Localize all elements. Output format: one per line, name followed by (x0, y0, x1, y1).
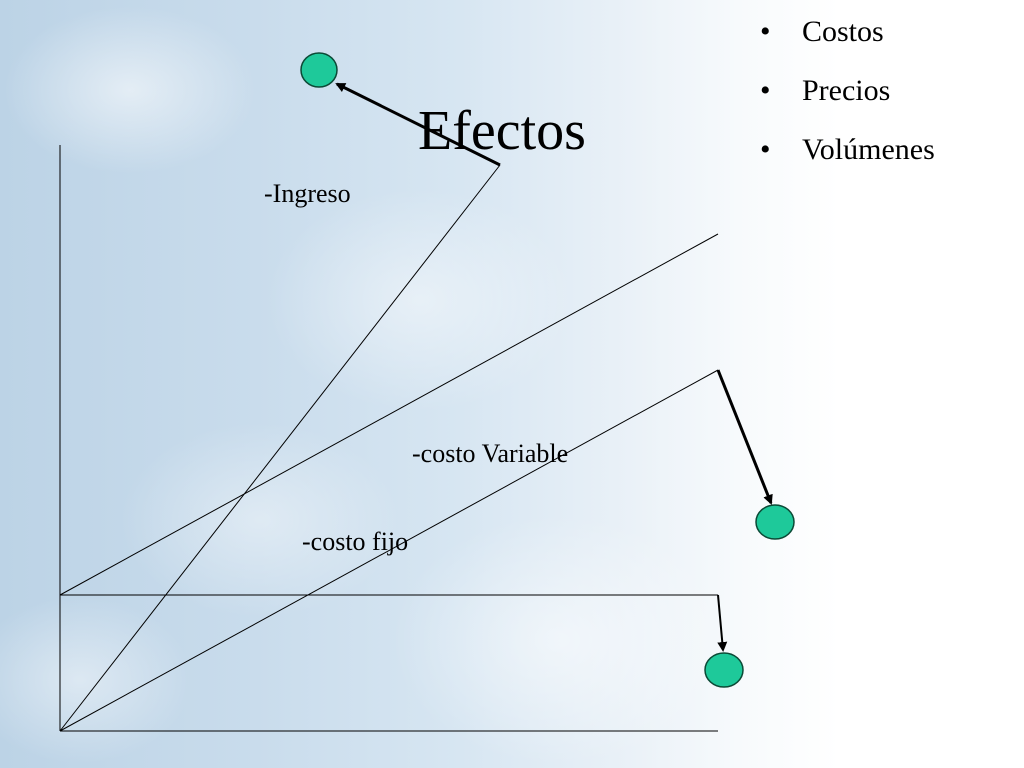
bullet-item: • Volúmenes (760, 130, 935, 189)
revenue-arrow (335, 82, 501, 167)
variable-cost-line (59, 369, 719, 732)
fixed-cost-marker (704, 652, 744, 688)
ingreso-label: -Ingreso (264, 179, 351, 208)
bullet-text: Volúmenes (802, 133, 935, 166)
bullet-item: • Precios (760, 71, 935, 130)
bullet-list: • Costos • Precios • Volúmenes (760, 12, 935, 189)
total-cost-line (59, 233, 719, 596)
costo-fijo-label: -costo fijo (302, 527, 409, 556)
bullet-text: Costos (802, 15, 884, 48)
bullet-item: • Costos (760, 12, 935, 71)
bullet-dot-icon: • (760, 133, 771, 166)
bullet-dot-icon: • (760, 74, 771, 107)
variable-cost-marker (755, 504, 795, 540)
fixed-cost-arrow (717, 594, 728, 652)
slide-title: Efectos (418, 100, 586, 162)
variable-cost-arrow (716, 369, 773, 505)
bullet-text: Precios (802, 74, 891, 107)
revenue-marker (300, 52, 338, 88)
bullet-dot-icon: • (760, 15, 771, 48)
costo-variable-label: -costo Variable (412, 439, 569, 468)
revenue-line (59, 164, 501, 732)
